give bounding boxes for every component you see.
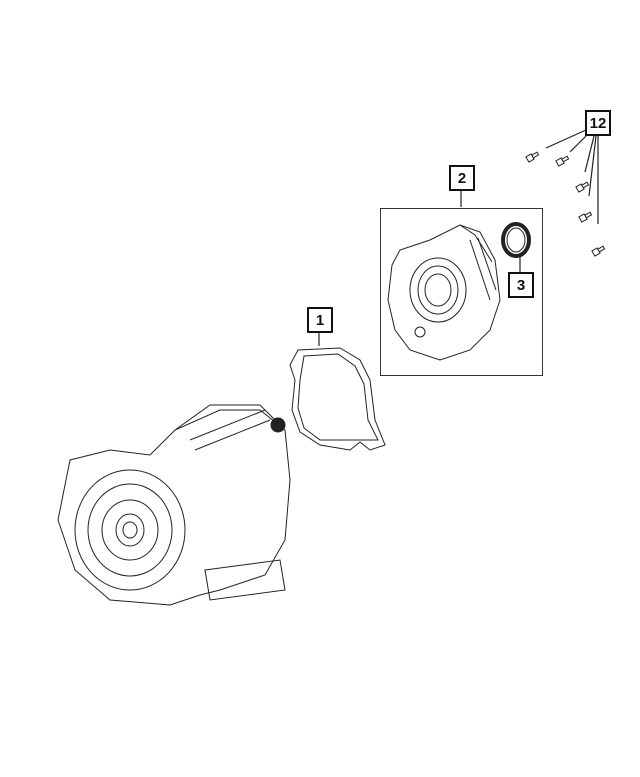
seal-ring-icon xyxy=(501,222,531,258)
extension-housing-kit-frame xyxy=(380,208,543,376)
bolt-icons xyxy=(525,151,606,257)
callout-1-label: 1 xyxy=(315,311,325,329)
callout-12-label: 12 xyxy=(589,114,607,132)
callout-2[interactable]: 2 xyxy=(449,165,475,191)
callout-3-label: 3 xyxy=(516,276,526,294)
leader-line-12b xyxy=(569,133,589,153)
callout-1[interactable]: 1 xyxy=(307,307,333,333)
callout-12[interactable]: 12 xyxy=(585,110,611,136)
gasket-drawing xyxy=(289,347,386,451)
extension-housing-drawing xyxy=(387,224,501,361)
callout-2-label: 2 xyxy=(457,169,467,187)
leader-line-12a xyxy=(545,129,587,149)
transmission-drawing xyxy=(57,404,291,606)
callout-3[interactable]: 3 xyxy=(508,272,534,298)
